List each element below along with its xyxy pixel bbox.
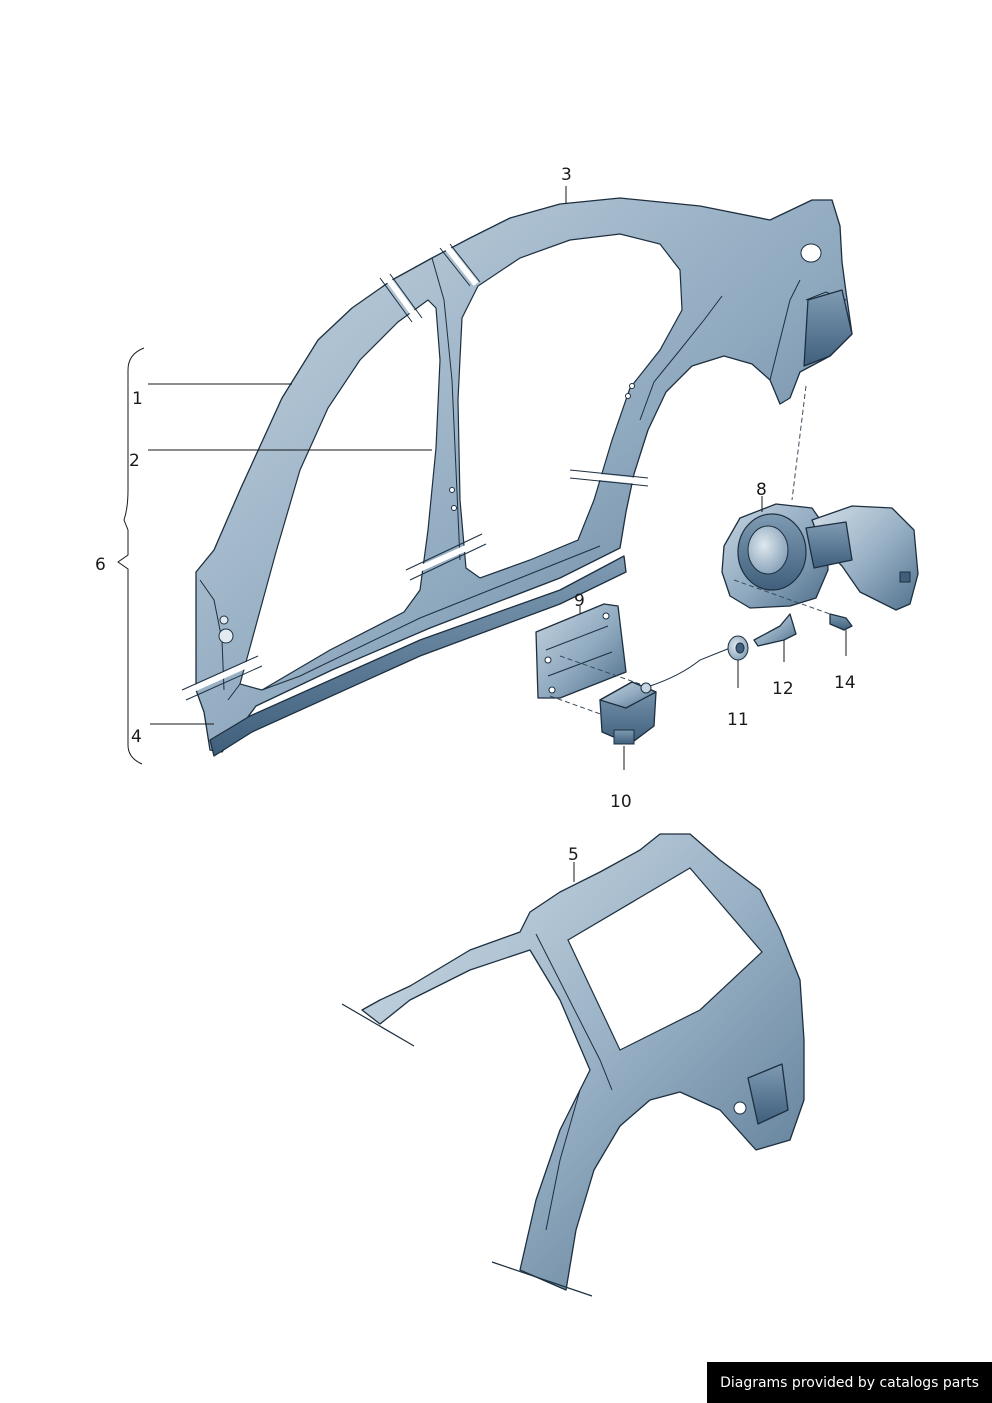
- screw: [829, 613, 853, 631]
- callout-3: 3: [561, 165, 572, 185]
- side-panel-assembly: [180, 197, 853, 757]
- callout-10: 10: [610, 792, 632, 812]
- leader-lines: [148, 186, 847, 882]
- callout-1: 1: [132, 389, 143, 409]
- mounting-bracket: [535, 603, 641, 717]
- callout-9: 9: [574, 591, 585, 611]
- callout-14: 14: [834, 673, 856, 693]
- callout-5: 5: [568, 845, 579, 865]
- callout-2: 2: [129, 451, 140, 471]
- actuator-motor: [599, 647, 731, 745]
- callout-8: 8: [756, 480, 767, 500]
- callout-12: 12: [772, 679, 794, 699]
- callout-6: 6: [95, 555, 106, 575]
- release-pin: [753, 613, 797, 647]
- callout-11: 11: [727, 710, 749, 730]
- callout-4: 4: [131, 727, 142, 747]
- credit-banner: Diagrams provided by catalogs parts: [707, 1362, 992, 1403]
- assembly-brace: [117, 347, 145, 765]
- fuel-filler-flap: [721, 503, 919, 615]
- cut-marks: [180, 243, 649, 701]
- grommet: [727, 635, 749, 661]
- rear-quarter-section: [341, 833, 805, 1297]
